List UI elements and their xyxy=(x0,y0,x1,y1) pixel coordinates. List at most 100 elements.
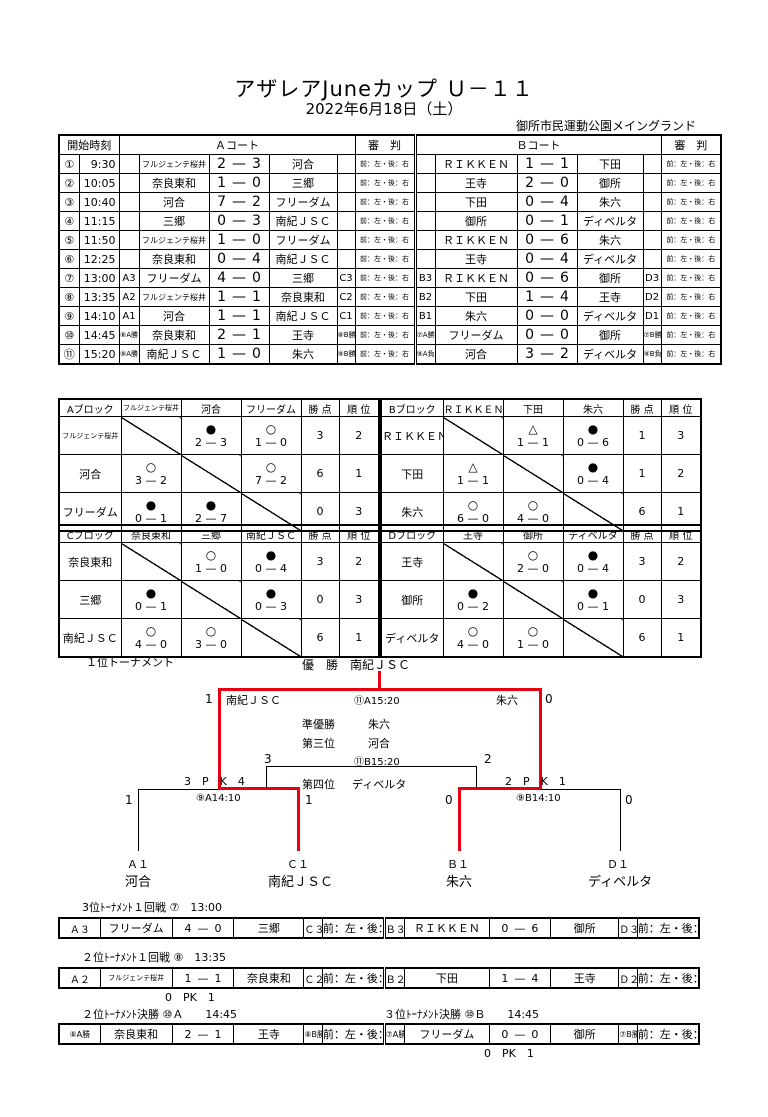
team-b-away: 御所 xyxy=(550,917,620,939)
rank: 3 xyxy=(660,580,702,619)
seed-left-a: Ａ２ xyxy=(58,967,101,989)
score-dash: — xyxy=(232,156,246,172)
team-a-away: 三郷 xyxy=(268,268,338,288)
group-team-header: 御所 xyxy=(502,524,564,543)
pk-left: 3 P K 4 xyxy=(184,775,245,788)
group-row-team: フルジェンテ桜井 xyxy=(58,416,122,455)
seed-left-a xyxy=(118,192,140,212)
seed-left-b: B3 xyxy=(414,268,436,288)
result-mark: ○ xyxy=(265,459,277,474)
score-b-home: 0 xyxy=(525,270,534,286)
result-cell: ●0 — 1 xyxy=(562,580,624,619)
seed-right-a: ⑨B勝 xyxy=(336,344,356,365)
seed-team-a1: 河合 xyxy=(125,875,152,890)
result-mark: ● xyxy=(587,547,599,562)
team-b-home: 王寺 xyxy=(434,173,518,193)
team-b-home: ＲＩＫＫＥＮ xyxy=(404,917,490,939)
match-time: 11:50 xyxy=(78,230,120,250)
match-time: 12:25 xyxy=(78,249,120,269)
referee-a: 前：左・後：右 xyxy=(354,306,417,326)
team-a-away: 南紀ＪＳＣ xyxy=(268,306,338,326)
seed-right-a: Ｃ３ xyxy=(303,917,323,939)
seed-left-a xyxy=(118,154,140,174)
seed-right-b xyxy=(642,192,662,212)
match-time: 10:05 xyxy=(78,173,120,193)
result-cell: ●0 — 4 xyxy=(562,454,624,493)
group-team-header: フルジェンテ桜井 xyxy=(120,398,182,417)
score-dash: — xyxy=(514,1027,526,1041)
rank: 2 xyxy=(338,542,380,581)
seed-a1: Ａ１ xyxy=(127,858,149,871)
group-label: Dブロック xyxy=(380,524,444,543)
group-team-header: 河合 xyxy=(180,398,242,417)
points: 1 xyxy=(622,416,662,455)
venue: 御所市民運動公園メイングランド xyxy=(515,119,696,133)
final-right-score: 0 xyxy=(545,692,553,706)
result-mark: ○ xyxy=(145,459,157,474)
team-a-home: フルジェンテ桜井 xyxy=(99,967,173,989)
result-mark: ● xyxy=(587,421,599,436)
score-a-away: 1 xyxy=(252,327,261,343)
group-team-header: フリーダム xyxy=(240,398,302,417)
self-match-cell xyxy=(120,542,182,581)
rank: 3 xyxy=(338,580,380,619)
score-b: 1—4 xyxy=(488,967,552,989)
team-b-home: 下田 xyxy=(434,192,518,212)
group-team-header: 三郷 xyxy=(180,524,242,543)
match-no: ① xyxy=(58,154,80,174)
referee-b: 前：左・後：右 xyxy=(660,268,722,288)
seed-right-a: ⑧B勝 xyxy=(336,325,356,345)
score-a-away: 2 xyxy=(252,194,261,210)
score-a-home: 2 xyxy=(217,327,226,343)
team-b-home: 下田 xyxy=(404,967,490,989)
score-dash: — xyxy=(232,327,246,343)
result-score: 0 — 1 xyxy=(135,511,167,525)
match-time: 13:35 xyxy=(78,287,120,307)
score-b-home: 2 xyxy=(525,175,534,191)
extra-match-row: ⑧A勝奈良東和2—1王寺⑧B勝前：左・後：右⑦A勝フリーダム0—0御所⑦B勝前：… xyxy=(58,1023,700,1045)
points: 6 xyxy=(300,618,340,658)
seed-right-b: Ｄ３ xyxy=(618,917,638,939)
result-cell: ○1 — 0 xyxy=(180,542,242,581)
score-b: 2—0 xyxy=(516,173,578,193)
seed-left-b: ⑦A勝 xyxy=(383,1023,406,1045)
extra-heading-2: ２位ﾄｰﾅﾒﾝﾄ１回戦 ⑧ 13:35 xyxy=(82,951,227,964)
score-b-away: 0 xyxy=(560,308,569,324)
result-cell: ●0 — 1 xyxy=(120,580,182,619)
result-cell: ○2 — 0 xyxy=(502,542,564,581)
result-cell: ○4 — 0 xyxy=(120,618,182,658)
third-left-score: 3 xyxy=(264,752,272,766)
score-b-home: 0 xyxy=(525,308,534,324)
seed-b1: Ｂ１ xyxy=(447,858,469,871)
team-a-home: フルジェンテ桜井 xyxy=(138,154,210,174)
seed-right-b: Ｄ２ xyxy=(618,967,638,989)
referee-b: 前：左・後：右 xyxy=(636,917,700,939)
third-label: 第三位 xyxy=(302,737,335,750)
team-a-home: 奈良東和 xyxy=(138,173,210,193)
score-b: 1—4 xyxy=(516,287,578,307)
score-dash: — xyxy=(540,232,554,248)
third-right-score: 2 xyxy=(484,752,492,766)
result-mark: ● xyxy=(145,585,157,600)
score-a: 1—1 xyxy=(171,967,235,989)
score-a-away: 0 xyxy=(214,921,222,935)
result-mark: △ xyxy=(528,421,538,436)
team-b-away: 王寺 xyxy=(576,287,644,307)
seed-right-b: ⑦B勝 xyxy=(618,1023,638,1045)
referee-b: 前：左・後：右 xyxy=(660,344,722,365)
result-mark: ○ xyxy=(145,623,157,638)
team-a-away: 南紀ＪＳＣ xyxy=(268,211,338,231)
group-table-a: Aブロックフルジェンテ桜井河合フリーダム勝 点順 位フルジェンテ桜井●2 — 3… xyxy=(58,398,380,532)
result-cell: ○3 — 2 xyxy=(120,454,182,493)
group-label: Bブロック xyxy=(380,398,444,417)
score-a-away: 1 xyxy=(214,971,222,985)
result-score: 0 — 4 xyxy=(577,561,609,575)
team-a-home: フルジェンテ桜井 xyxy=(138,287,210,307)
seed-left-b: ⑦A勝 xyxy=(414,325,436,345)
